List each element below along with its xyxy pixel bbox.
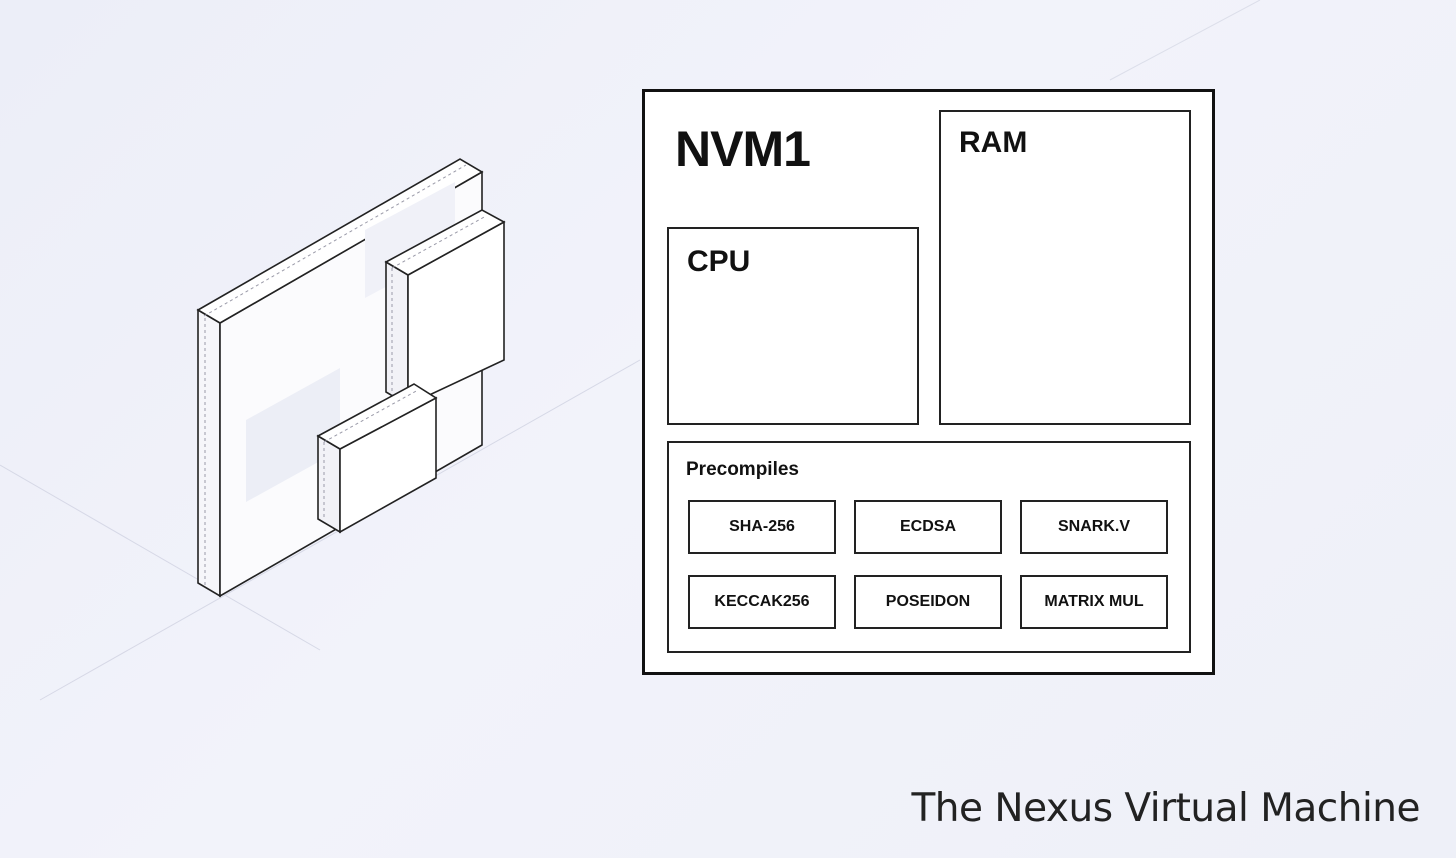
cpu-label: CPU bbox=[687, 245, 751, 278]
precompile-matrix-mul: MATRIX MUL bbox=[1020, 575, 1168, 629]
cpu-box: CPU bbox=[667, 227, 919, 425]
caption: The Nexus Virtual Machine bbox=[911, 786, 1420, 831]
chip-block-upper-top bbox=[384, 209, 506, 276]
precompiles-box: Precompiles SHA-256 ECDSA SNARK.V KECCAK… bbox=[667, 441, 1191, 653]
precompile-keccak256: KECCAK256 bbox=[688, 575, 836, 629]
precompile-snark-v: SNARK.V bbox=[1020, 500, 1168, 554]
chip-block-lower-side bbox=[317, 434, 341, 534]
precompiles-title: Precompiles bbox=[686, 459, 799, 480]
board-front-face bbox=[197, 308, 221, 598]
precompile-ecdsa: ECDSA bbox=[854, 500, 1002, 554]
ram-box: RAM bbox=[939, 110, 1191, 425]
ram-label: RAM bbox=[959, 126, 1028, 159]
nvm-title: NVM1 bbox=[675, 121, 811, 177]
chip-block-lower-top bbox=[316, 383, 438, 450]
board-top-edge bbox=[196, 158, 484, 324]
precompile-sha256: SHA-256 bbox=[688, 500, 836, 554]
precompile-poseidon: POSEIDON bbox=[854, 575, 1002, 629]
nvm-diagram: NVM1 CPU RAM Precompiles SHA-256 ECDSA S… bbox=[642, 89, 1215, 675]
chip-block-upper-side bbox=[385, 260, 409, 407]
